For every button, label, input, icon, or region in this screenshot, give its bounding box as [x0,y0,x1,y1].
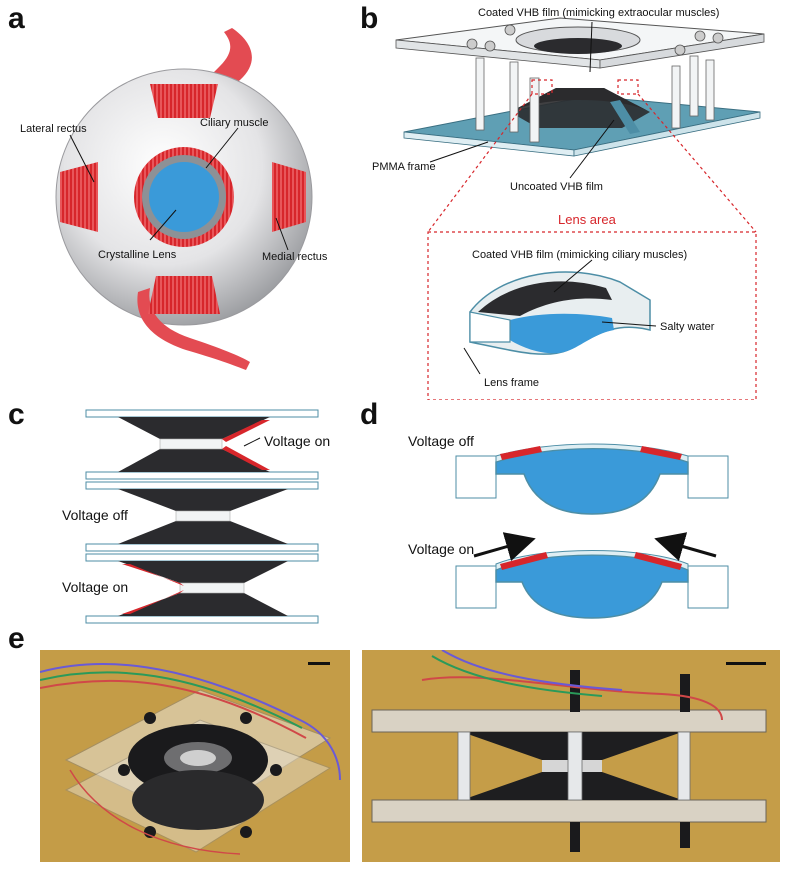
panel-e-photo-left [40,650,350,862]
lens-cross-section [469,271,651,355]
label-c-voltage-on-top: Voltage on [264,433,330,449]
label-pmma-frame: PMMA frame [372,161,436,173]
d-lens-voltage-off [455,443,729,515]
label-d-voltage-off: Voltage off [408,433,474,449]
label-c-voltage-on-bottom: Voltage on [62,579,128,595]
superior-rectus [150,84,218,118]
scale-bar-right [726,662,766,665]
panel-e-letter: e [8,622,25,655]
panel-c-letter: c [8,398,25,431]
c-unit-voltage-on-bottom [85,553,319,624]
pillars [475,55,715,143]
label-ciliary-muscle: Ciliary muscle [200,117,268,129]
inferior-muscle-ribbon [137,288,250,370]
panel-d-letter: d [360,398,379,431]
panel-a-letter: a [8,2,25,35]
label-crystalline-lens: Crystalline Lens [98,249,177,261]
panel-b-device-diagram: Coated VHB film (mimicking extraocular m… [372,7,765,400]
inferior-rectus [148,276,220,314]
c-unit-voltage-on-top [85,409,319,480]
d-arrow-right [654,532,717,562]
label-salty-water: Salty water [660,321,715,333]
label-medial-rectus: Medial rectus [262,251,328,263]
label-coated-ciliary: Coated VHB film (mimicking ciliary muscl… [472,249,687,261]
label-lens-area: Lens area [558,212,617,227]
label-coated-extraocular: Coated VHB film (mimicking extraocular m… [478,7,719,19]
lateral-rectus [60,162,98,232]
label-lens-frame: Lens frame [484,377,539,389]
medial-rectus [272,162,306,232]
crystalline-lens [149,162,219,232]
panel-d-lens-actuation: Voltage off Voltage on [408,433,729,619]
label-lateral-rectus: Lateral rectus [20,123,87,135]
d-arrow-left [473,532,536,562]
d-lens-voltage-on [455,550,729,619]
panel-b-letter: b [360,2,379,35]
label-uncoated-vhb: Uncoated VHB film [510,181,603,193]
c-unit-voltage-off [85,481,319,552]
lens-area-box [427,231,757,400]
panel-a-eye-diagram: Lateral rectus Ciliary muscle Crystallin… [20,28,328,370]
label-d-voltage-on: Voltage on [408,541,474,557]
panel-c-cross-sections: Voltage on Voltage off Voltage on [62,409,330,624]
label-c-voltage-off: Voltage off [62,507,128,523]
scale-bar-left [308,662,330,665]
panel-e-photo-right [362,650,780,862]
